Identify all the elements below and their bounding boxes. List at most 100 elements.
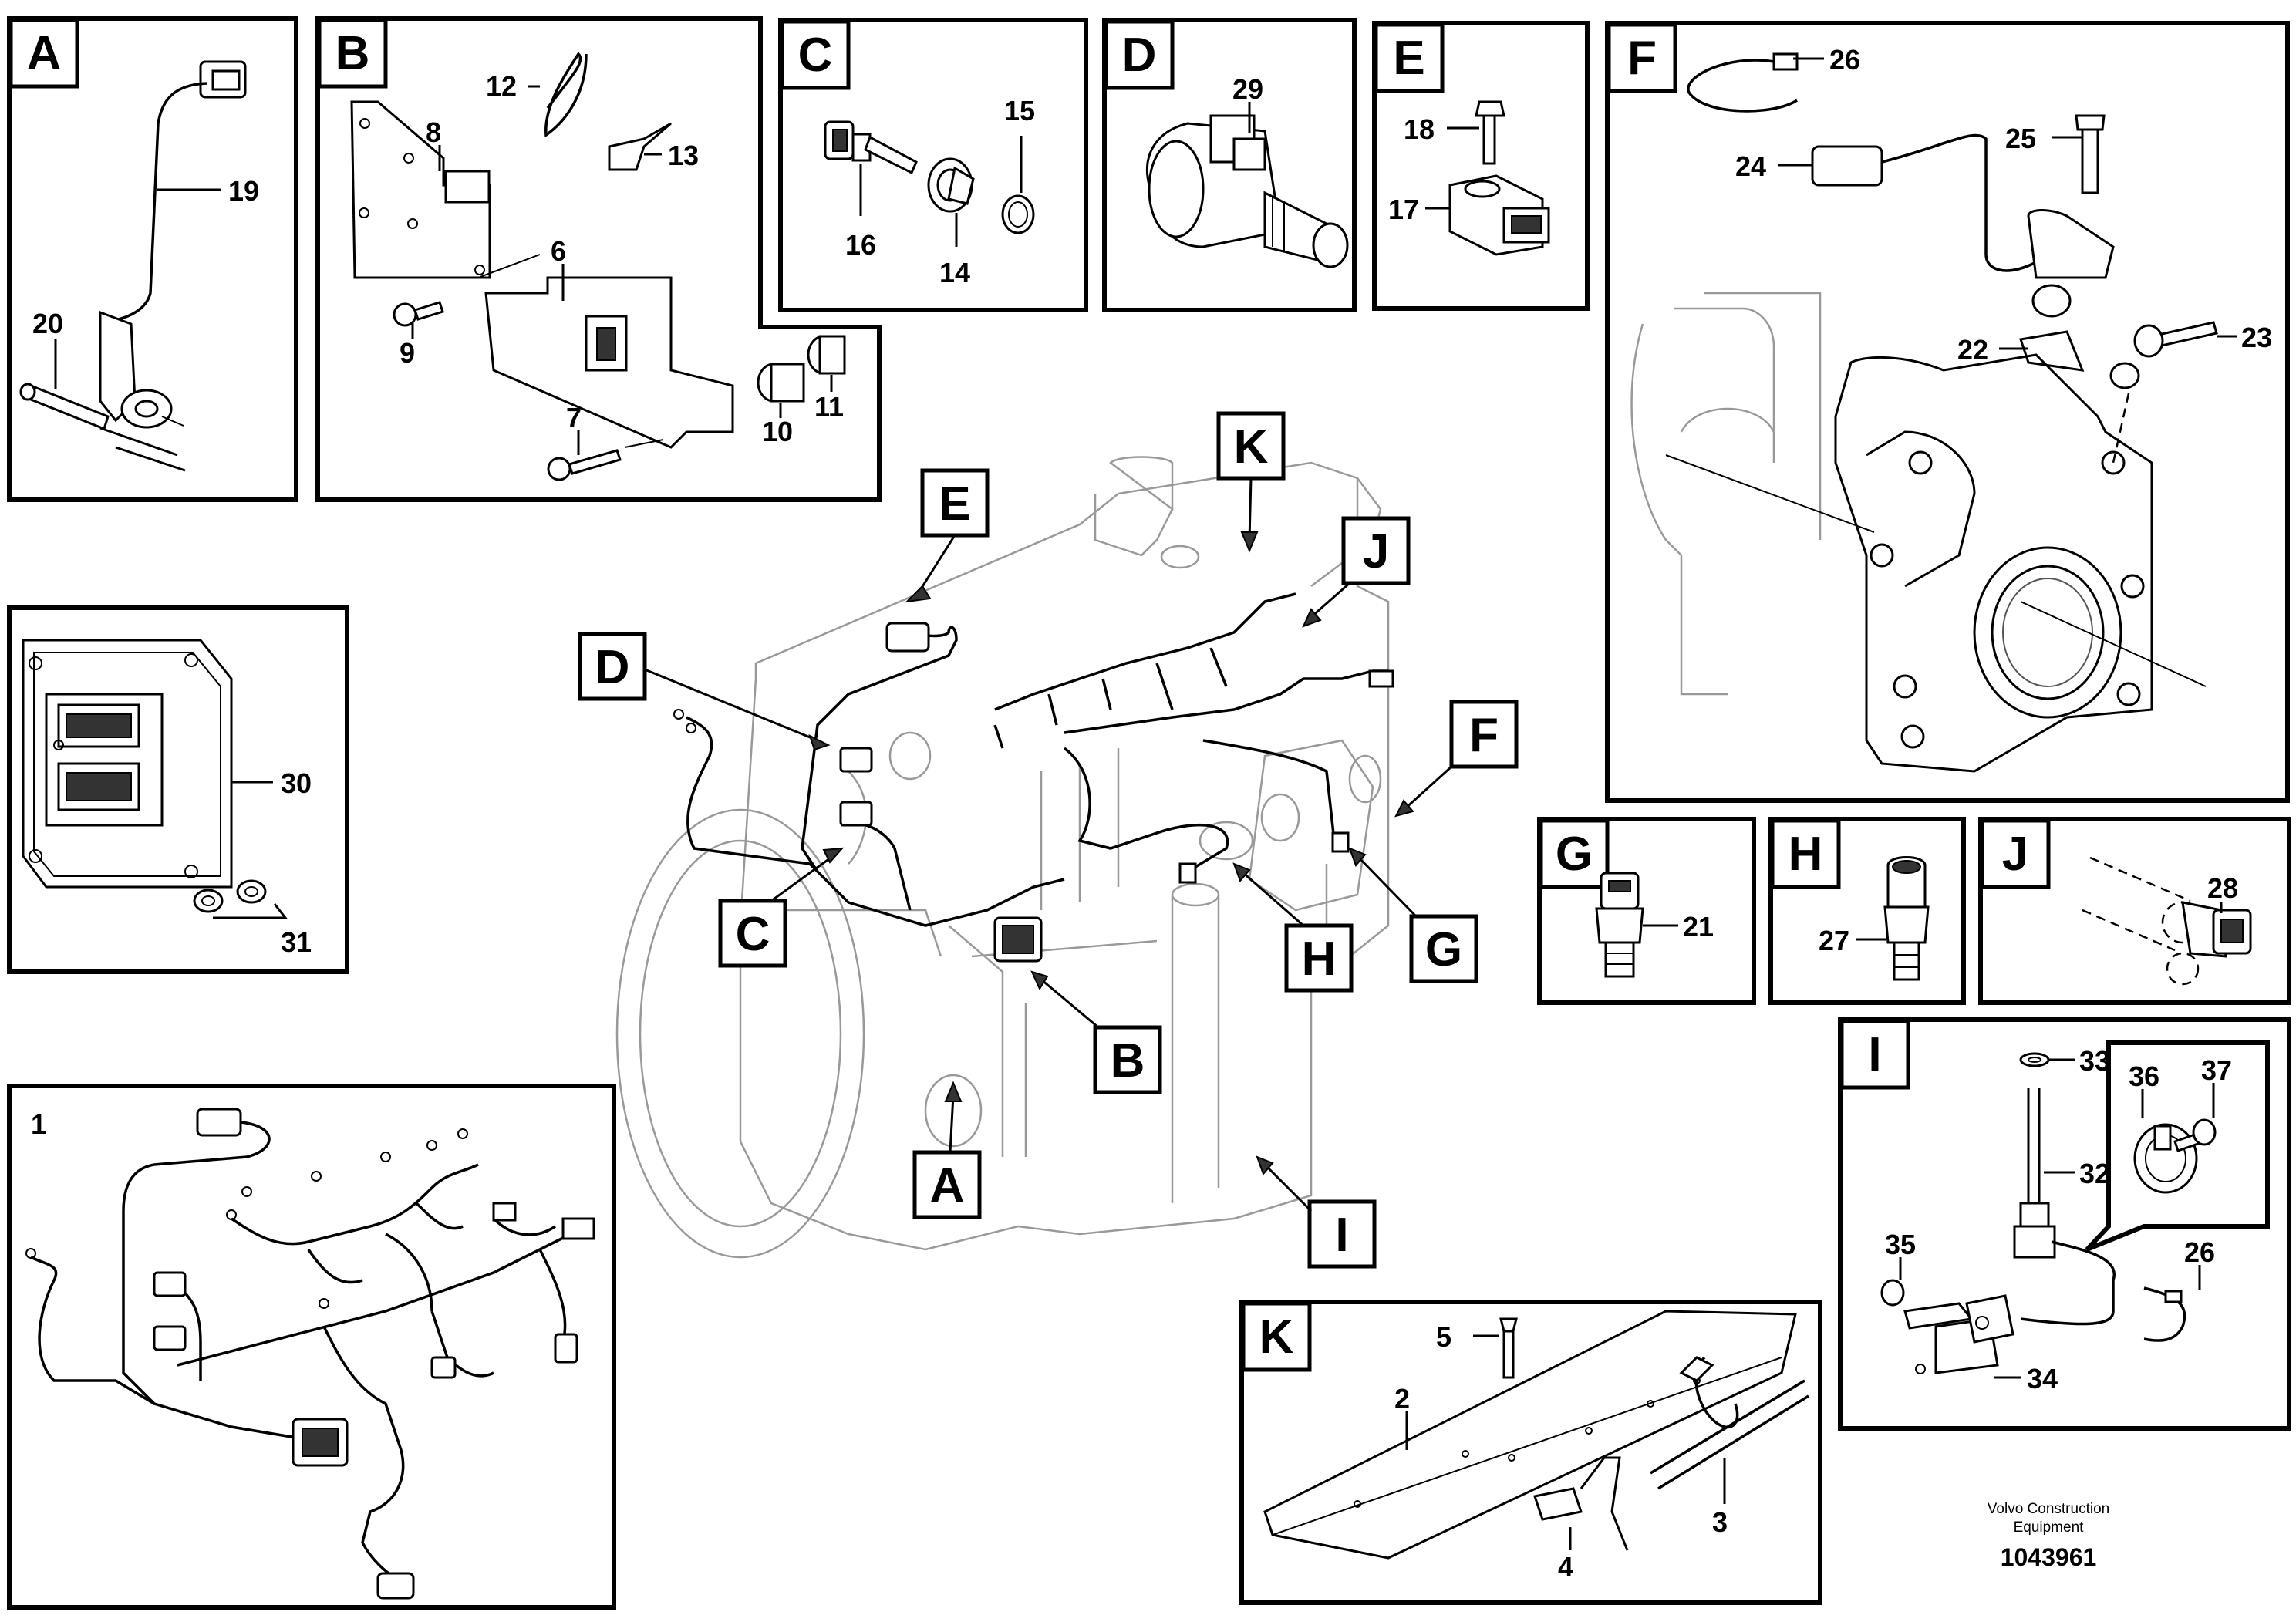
engine-marker-e: E (905, 468, 990, 603)
pressure-switch-g-drawing (1595, 872, 1644, 978)
callout-15: 15 (1004, 95, 1035, 126)
panel-e-letter: E (1393, 32, 1424, 85)
callout-31: 31 (281, 926, 312, 958)
footer-ref-number: 1043961 (2001, 1543, 2097, 1571)
callout-24: 24 (1735, 150, 1766, 182)
callout-26: 26 (1829, 44, 1860, 76)
engine-marker-g-letter: G (1425, 923, 1462, 976)
panel-c-letter: C (798, 29, 833, 82)
engine-marker-j-letter: J (1363, 525, 1389, 578)
crankshaft-sensor-drawing (19, 60, 247, 472)
callout-8: 8 (426, 116, 441, 148)
temperature-sensor-h-drawing (1883, 856, 1930, 981)
wiring-harness-drawing (25, 1108, 595, 1600)
panel-j-letter: J (2002, 828, 2028, 881)
panel-f: F (1605, 21, 2290, 803)
footer-brand: Volvo Construction Equipment 1043961 (1988, 1501, 2109, 1571)
panel-i-letter: I (1868, 1028, 1881, 1081)
callout-21: 21 (1683, 911, 1714, 943)
panel-b-letter: B (335, 27, 370, 80)
panel-g-letter: G (1556, 828, 1593, 881)
engine-marker-f-letter: F (1469, 709, 1499, 762)
engine-marker-f: F (1394, 700, 1519, 818)
panel-k: K 5 2 3 4 (1239, 1300, 1822, 1605)
panel-d: D 29 (1102, 18, 1357, 312)
footer-brand-line1: Volvo Construction (1988, 1501, 2109, 1517)
panel-i: I 33 36 (1838, 1017, 2291, 1431)
engine-marker-e-letter: E (939, 477, 970, 531)
callout-30: 30 (281, 767, 312, 799)
callout-33: 33 (2079, 1045, 2110, 1077)
panel-d-letter: D (1122, 29, 1157, 82)
callout-6: 6 (551, 235, 566, 267)
callout-18: 18 (1404, 113, 1435, 145)
callout-36: 36 (2129, 1061, 2159, 1092)
callout-28: 28 (2207, 872, 2238, 904)
solenoid-valve-drawing (1145, 114, 1349, 268)
engine-marker-c: C (718, 847, 845, 968)
callout-32: 32 (2079, 1158, 2110, 1189)
engine-marker-b-letter: B (1111, 1034, 1145, 1088)
callout-3: 3 (1712, 1506, 1728, 1538)
callout-26-i: 26 (2184, 1236, 2215, 1268)
panel-ecu: 30 31 (7, 605, 349, 974)
callout-2: 2 (1394, 1383, 1410, 1415)
callout-37: 37 (2201, 1054, 2232, 1086)
callout-20: 20 (32, 308, 63, 339)
callout-1: 1 (31, 1108, 46, 1140)
engine-marker-a: A (912, 1081, 982, 1219)
engine-marker-h: H (1232, 862, 1354, 993)
panel-b: B 12 13 8 (315, 16, 882, 502)
panel-h: H 27 (1768, 817, 1966, 1005)
oil-level-sensor-drawing (1880, 1052, 2186, 1374)
inset-clamp-box (2085, 1040, 2270, 1252)
engine-marker-j: J (1302, 516, 1411, 628)
camshaft-sensor-j-drawing (2082, 856, 2252, 986)
callout-25: 25 (2005, 123, 2036, 154)
callout-35: 35 (1885, 1229, 1916, 1260)
footer-brand-line2: Equipment (2014, 1519, 2085, 1536)
engine-marker-h-letter: H (1302, 932, 1337, 986)
speed-sensor-drawing (824, 120, 1035, 234)
callout-14: 14 (939, 257, 970, 288)
callout-7: 7 (566, 402, 582, 433)
engine-marker-b: B (1030, 970, 1162, 1094)
panel-a-letter: A (27, 27, 62, 80)
callout-13: 13 (668, 140, 699, 171)
engine-marker-k-letter: K (1234, 420, 1269, 474)
callout-27: 27 (1819, 925, 1849, 956)
callout-19: 19 (228, 175, 259, 207)
engine-marker-c-letter: C (736, 908, 770, 961)
callout-9: 9 (400, 337, 415, 369)
callout-34: 34 (2027, 1363, 2058, 1394)
callout-5: 5 (1436, 1321, 1451, 1353)
engine-marker-a-letter: A (930, 1159, 965, 1212)
engine-marker-i-letter: I (1335, 1209, 1348, 1262)
engine-marker-d: D (578, 632, 831, 751)
panel-f-letter: F (1627, 32, 1657, 85)
callout-16: 16 (845, 229, 876, 261)
panel-k-letter: K (1259, 1310, 1294, 1364)
panel-c: C 15 16 14 (778, 18, 1088, 312)
callout-12: 12 (486, 70, 517, 102)
callout-23: 23 (2241, 322, 2272, 353)
panel-h-letter: H (1789, 828, 1823, 881)
callout-22: 22 (1957, 334, 1988, 366)
panel-e: E 18 17 (1372, 21, 1590, 311)
flywheel-housing-drawing (1630, 52, 2218, 773)
bracket-and-sensor-drawing (350, 52, 846, 481)
pressure-sensor-drawing (1448, 100, 1550, 256)
engine-marker-g: G (1348, 847, 1478, 983)
cable-tray-drawing (1263, 1310, 1809, 1560)
ecu-module-drawing (22, 639, 267, 913)
callout-10: 10 (762, 416, 793, 447)
engine-marker-d-letter: D (595, 641, 630, 694)
engine-outline (615, 456, 1390, 1259)
panel-harness: 1 (7, 1084, 616, 1610)
callout-4: 4 (1558, 1551, 1573, 1583)
engine-marker-k: K (1216, 411, 1286, 553)
panel-a: A 20 19 (7, 16, 298, 502)
panel-j: J 28 (1978, 817, 2291, 1005)
panel-g: G 21 (1537, 817, 1756, 1005)
